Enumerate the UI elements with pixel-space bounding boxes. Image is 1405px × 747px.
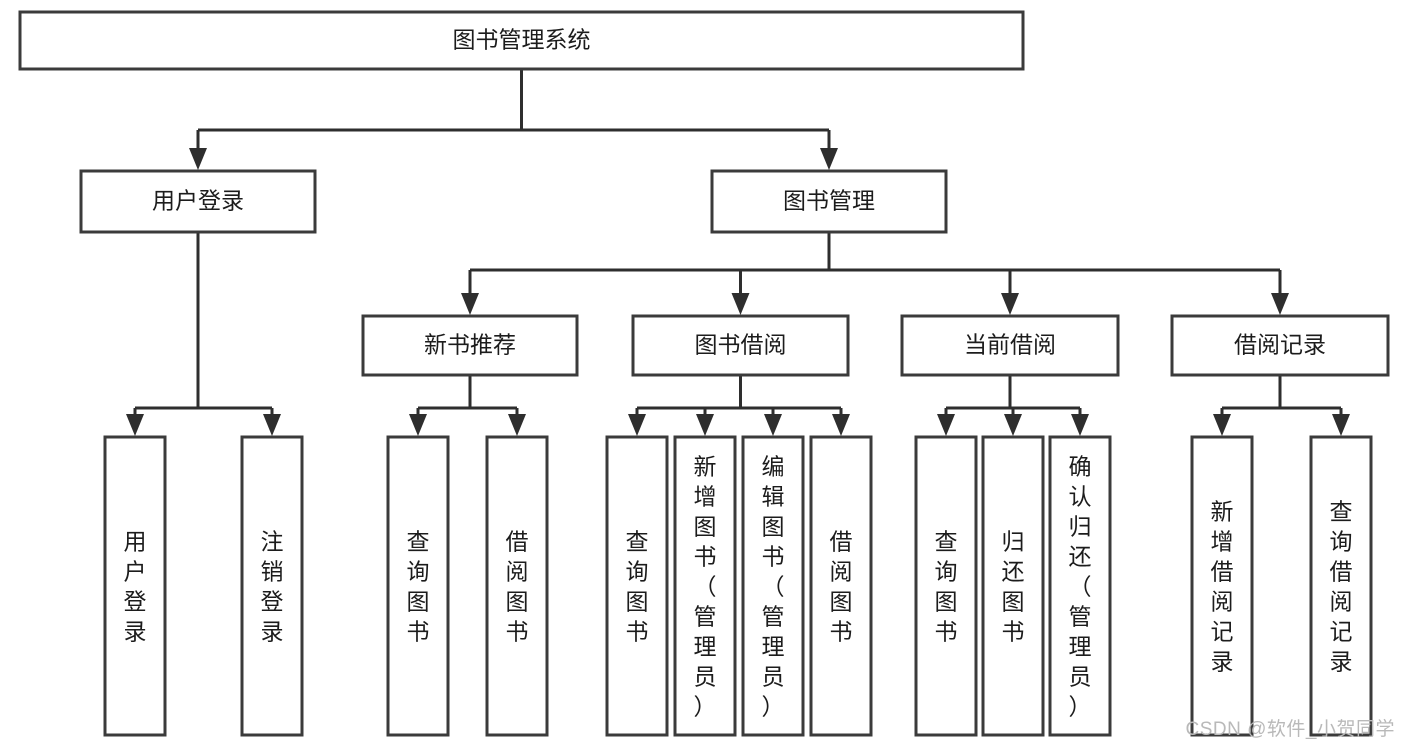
node-leaf-add-borrow-record[interactable]: 新增借阅记录 <box>1190 435 1254 737</box>
node-leaf-query-book-current[interactable]: 查询图书 <box>914 435 978 737</box>
node-label-leaf-borrow-book-new: 借阅图书 <box>506 528 529 644</box>
node-borrow-record[interactable]: 借阅记录 <box>1170 314 1390 377</box>
node-box-borrow-record[interactable] <box>1170 314 1390 377</box>
arrow-head-icon <box>1332 414 1350 436</box>
node-box-leaf-confirm-return[interactable] <box>1048 435 1112 737</box>
node-box-leaf-query-book-new[interactable] <box>386 435 450 737</box>
node-leaf-user-login[interactable]: 用户登录 <box>103 435 167 737</box>
arrow-head-icon <box>461 293 479 315</box>
node-root[interactable]: 图书管理系统 <box>18 10 1025 71</box>
node-box-new-book-recommend[interactable] <box>361 314 579 377</box>
node-label-leaf-confirm-return: 确认归还（管理员） <box>1069 453 1092 719</box>
connector-layer <box>126 69 1350 436</box>
arrow-head-icon <box>628 414 646 436</box>
node-label-new-book-recommend: 新书推荐 <box>424 332 516 358</box>
arrow-head-icon <box>263 414 281 436</box>
arrow-head-icon <box>409 414 427 436</box>
node-label-user-login: 用户登录 <box>152 188 244 214</box>
arrow-head-icon <box>937 414 955 436</box>
node-label-leaf-query-book-borrow: 查询图书 <box>626 528 649 644</box>
node-leaf-borrow-book[interactable]: 借阅图书 <box>809 435 873 737</box>
node-label-leaf-return-book: 归还图书 <box>1002 528 1025 644</box>
node-leaf-return-book[interactable]: 归还图书 <box>981 435 1045 737</box>
node-label-leaf-borrow-book: 借阅图书 <box>830 528 853 644</box>
node-label-leaf-add-book: 新增图书（管理员） <box>694 453 717 719</box>
node-current-borrow[interactable]: 当前借阅 <box>900 314 1120 377</box>
node-box-leaf-add-book[interactable] <box>673 435 737 737</box>
node-label-book-manage: 图书管理 <box>783 188 875 214</box>
node-box-root[interactable] <box>18 10 1025 71</box>
node-box-user-login[interactable] <box>79 169 317 234</box>
node-leaf-borrow-book-new[interactable]: 借阅图书 <box>485 435 549 737</box>
node-box-book-borrow[interactable] <box>631 314 850 377</box>
node-box-leaf-edit-book[interactable] <box>741 435 805 737</box>
csdn-watermark: CSDN @软件_小贺同学 <box>1185 719 1395 740</box>
node-leaf-add-book[interactable]: 新增图书（管理员） <box>673 435 737 737</box>
node-leaf-query-book-borrow[interactable]: 查询图书 <box>605 435 669 737</box>
node-box-leaf-borrow-book-new[interactable] <box>485 435 549 737</box>
node-leaf-logout[interactable]: 注销登录 <box>240 435 304 737</box>
node-label-leaf-user-login: 用户登录 <box>124 528 147 644</box>
node-new-book-recommend[interactable]: 新书推荐 <box>361 314 579 377</box>
arrow-head-icon <box>1001 293 1019 315</box>
arrow-head-icon <box>1071 414 1089 436</box>
arrow-head-icon <box>1213 414 1231 436</box>
arrow-head-icon <box>1004 414 1022 436</box>
arrow-head-icon <box>832 414 850 436</box>
node-box-leaf-query-book-current[interactable] <box>914 435 978 737</box>
node-box-leaf-query-borrow-record[interactable] <box>1309 435 1373 737</box>
node-label-book-borrow: 图书借阅 <box>695 332 787 358</box>
node-label-leaf-query-borrow-record: 查询借阅记录 <box>1330 498 1353 674</box>
node-label-leaf-add-borrow-record: 新增借阅记录 <box>1211 498 1234 674</box>
node-box-leaf-query-book-borrow[interactable] <box>605 435 669 737</box>
node-label-leaf-query-book-current: 查询图书 <box>935 528 958 644</box>
node-leaf-edit-book[interactable]: 编辑图书（管理员） <box>741 435 805 737</box>
node-box-book-manage[interactable] <box>710 169 948 234</box>
arrow-head-icon <box>189 148 207 170</box>
node-box-leaf-add-borrow-record[interactable] <box>1190 435 1254 737</box>
arrow-head-icon <box>820 148 838 170</box>
arrow-head-icon <box>126 414 144 436</box>
node-layer: 图书管理系统用户登录图书管理新书推荐图书借阅当前借阅借阅记录用户登录注销登录查询… <box>18 10 1390 737</box>
arrow-head-icon <box>764 414 782 436</box>
node-user-login[interactable]: 用户登录 <box>79 169 317 234</box>
node-box-leaf-logout[interactable] <box>240 435 304 737</box>
node-box-leaf-user-login[interactable] <box>103 435 167 737</box>
arrow-head-icon <box>731 293 750 315</box>
arrow-head-icon <box>1271 293 1289 315</box>
node-leaf-query-borrow-record[interactable]: 查询借阅记录 <box>1309 435 1373 737</box>
node-leaf-confirm-return[interactable]: 确认归还（管理员） <box>1048 435 1112 737</box>
node-book-manage[interactable]: 图书管理 <box>710 169 948 234</box>
node-label-leaf-edit-book: 编辑图书（管理员） <box>762 453 785 719</box>
node-book-borrow[interactable]: 图书借阅 <box>631 314 850 377</box>
arrow-head-icon <box>508 414 526 436</box>
node-box-leaf-return-book[interactable] <box>981 435 1045 737</box>
node-label-borrow-record: 借阅记录 <box>1234 332 1326 358</box>
node-leaf-query-book-new[interactable]: 查询图书 <box>386 435 450 737</box>
node-label-leaf-logout: 注销登录 <box>261 528 284 644</box>
node-label-root: 图书管理系统 <box>453 27 591 53</box>
node-label-current-borrow: 当前借阅 <box>964 332 1056 358</box>
node-label-leaf-query-book-new: 查询图书 <box>407 528 430 644</box>
arrow-head-icon <box>696 414 714 436</box>
node-box-leaf-borrow-book[interactable] <box>809 435 873 737</box>
node-box-current-borrow[interactable] <box>900 314 1120 377</box>
